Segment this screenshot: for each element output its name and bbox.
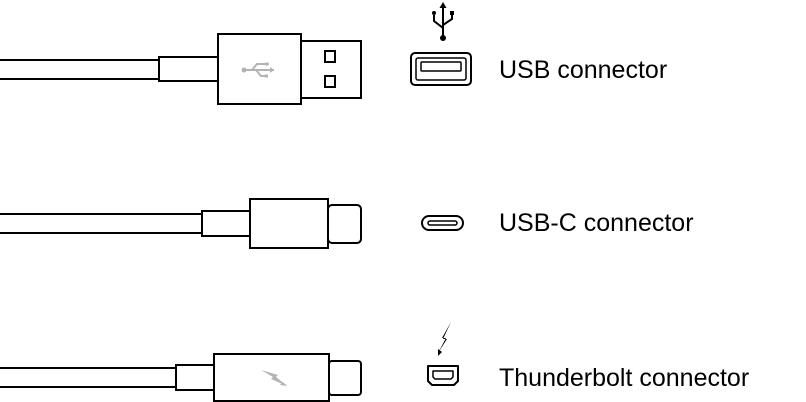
tb-plug-tip [328, 360, 362, 396]
usb-c-cable-plug [0, 198, 362, 249]
usb-port-icon [410, 52, 472, 86]
thunderbolt-icon [438, 322, 451, 356]
usbc-plug-tip [327, 204, 362, 244]
thunderbolt-logo-icon [261, 370, 287, 386]
tb-plug-body [213, 353, 330, 402]
usb-a-cable-plug [0, 33, 362, 105]
usbc-plug-body [249, 198, 329, 249]
usb-plug-tip [300, 40, 362, 99]
usb-trident-icon [432, 2, 454, 41]
usb-tip-hole-bottom [324, 75, 336, 88]
usb-tip-hole-top [324, 50, 336, 63]
thunderbolt-port-icon [427, 365, 459, 386]
usb-logo-icon [241, 62, 274, 78]
usb-c-connector-label: USB-C connector [499, 209, 694, 237]
usb-c-port-icon [421, 215, 464, 231]
thunderbolt-connector-label: Thunderbolt connector [499, 364, 750, 392]
usb-strain-relief [158, 56, 219, 82]
thunderbolt-cable-plug [0, 353, 362, 402]
usb-connector-label: USB connector [499, 56, 668, 84]
usbc-strain-relief [201, 210, 251, 237]
tb-strain-relief [175, 364, 215, 391]
